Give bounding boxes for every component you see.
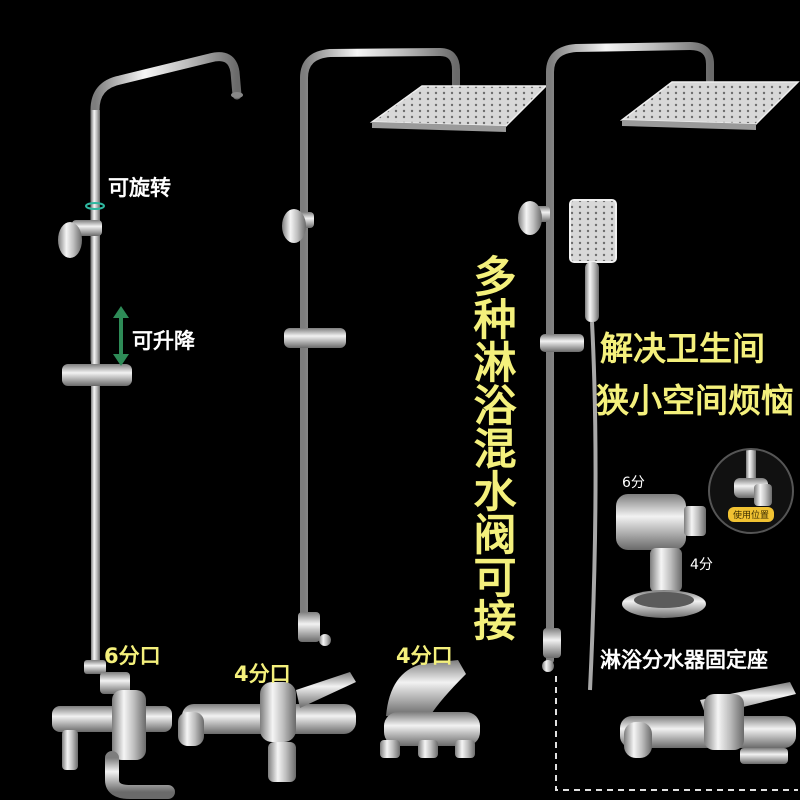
diverter-fitting [616, 494, 706, 618]
usage-position-inset: 使用位置 [708, 448, 794, 534]
dashed-connection-line [555, 676, 798, 791]
port-6fen-label: 6分口 [104, 644, 161, 668]
usage-position-label: 使用位置 [728, 507, 775, 522]
bracket-caption: 淋浴分水器固定座 [600, 648, 768, 672]
rotatable-label: 可旋转 [108, 176, 171, 200]
port-4fen-label-b: 4分口 [396, 644, 453, 668]
green-double-arrow-icon [113, 306, 129, 366]
mixer-valve-2 [178, 672, 356, 782]
handheld-shower [569, 199, 617, 691]
multi-mixer-vertical-text: 多种淋浴混水阀可接 [466, 254, 516, 641]
shower-set-1 [52, 52, 243, 799]
liftable-label: 可升降 [132, 329, 195, 353]
shower-arm [90, 52, 242, 365]
mixer-valve-1 [52, 672, 175, 799]
rain-shower-head [369, 85, 548, 127]
fitting-4fen-label: 4分 [690, 557, 713, 573]
slider-holder [284, 328, 346, 348]
mixer-valve-4 [620, 682, 796, 764]
fitting-6fen-label: 6分 [622, 475, 645, 491]
port-4fen-label-a: 4分口 [234, 662, 291, 686]
riser-pipe [91, 110, 100, 670]
rain-shower-head [619, 81, 800, 125]
shower-arm [546, 41, 714, 664]
shower-set-3 [518, 41, 800, 791]
slider-holder [62, 364, 132, 386]
wall-mount [58, 222, 82, 258]
slider-holder [540, 334, 584, 352]
shower-arm [300, 47, 460, 624]
inset-fitting-image [734, 450, 772, 506]
solve-line-1: 解决卫生间 [600, 329, 765, 368]
shower-set-2 [178, 47, 548, 782]
solve-line-2: 狭小空间烦恼 [596, 381, 794, 420]
rotation-ring [85, 202, 105, 210]
wall-mount [282, 209, 306, 243]
mixer-valve-3 [380, 660, 480, 758]
wall-mount [518, 201, 542, 235]
